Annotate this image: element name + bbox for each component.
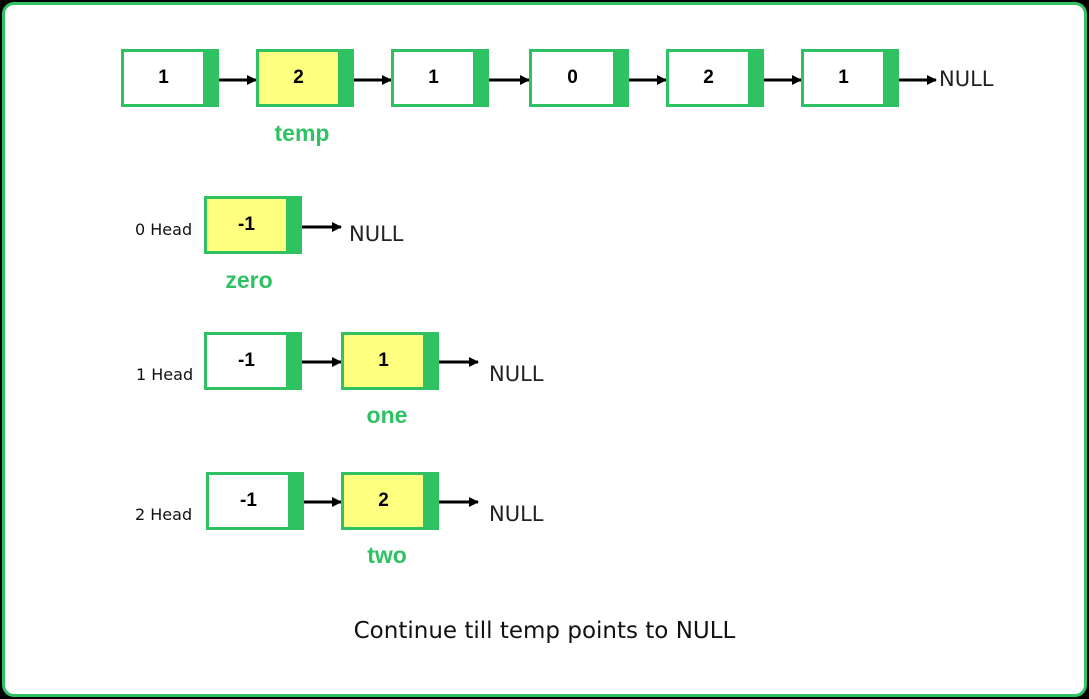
main-null-label: NULL xyxy=(939,67,994,91)
node-next-pointer xyxy=(613,52,626,104)
node-value: 2 xyxy=(703,67,714,88)
zero-null-label: NULL xyxy=(349,222,404,246)
one-pointer-label: one xyxy=(366,402,408,428)
one-node-1: -1 xyxy=(204,332,302,390)
node-next-pointer xyxy=(473,52,486,104)
node-next-pointer xyxy=(203,52,216,104)
two-head-label: 2 Head xyxy=(135,505,193,524)
node-next-pointer xyxy=(288,475,301,527)
node-value: -1 xyxy=(238,214,255,235)
node-next-pointer xyxy=(748,52,761,104)
zero-head-label: 0 Head xyxy=(135,220,193,239)
node-value: 1 xyxy=(378,350,389,371)
node-value: 0 xyxy=(567,67,578,88)
two-node-1: -1 xyxy=(206,472,304,530)
node-value: 1 xyxy=(838,67,849,88)
node-value: -1 xyxy=(240,490,257,511)
node-next-pointer xyxy=(883,52,896,104)
two-pointer-label: two xyxy=(367,542,407,568)
main-node-3: 1 xyxy=(391,49,489,107)
main-node-2: 2 xyxy=(256,49,354,107)
zero-node-1: -1 xyxy=(204,196,302,254)
temp-pointer-label: temp xyxy=(274,120,330,146)
node-next-pointer xyxy=(286,335,299,387)
node-next-pointer xyxy=(286,199,299,251)
one-node-2: 1 xyxy=(341,332,439,390)
main-node-6: 1 xyxy=(801,49,899,107)
one-null-label: NULL xyxy=(489,362,544,386)
main-node-5: 2 xyxy=(666,49,764,107)
two-null-label: NULL xyxy=(489,502,544,526)
main-node-4: 0 xyxy=(529,49,629,107)
main-node-1: 1 xyxy=(121,49,219,107)
node-value: 2 xyxy=(293,67,304,88)
two-node-2: 2 xyxy=(341,472,439,530)
node-value: -1 xyxy=(238,350,255,371)
one-head-label: 1 Head xyxy=(136,365,194,384)
node-value: 1 xyxy=(158,67,169,88)
node-next-pointer xyxy=(423,475,436,527)
node-next-pointer xyxy=(338,52,351,104)
node-value: 1 xyxy=(428,67,439,88)
diagram-caption: Continue till temp points to NULL xyxy=(353,618,736,644)
zero-pointer-label: zero xyxy=(225,267,273,293)
node-next-pointer xyxy=(423,335,436,387)
node-value: 2 xyxy=(378,490,389,511)
